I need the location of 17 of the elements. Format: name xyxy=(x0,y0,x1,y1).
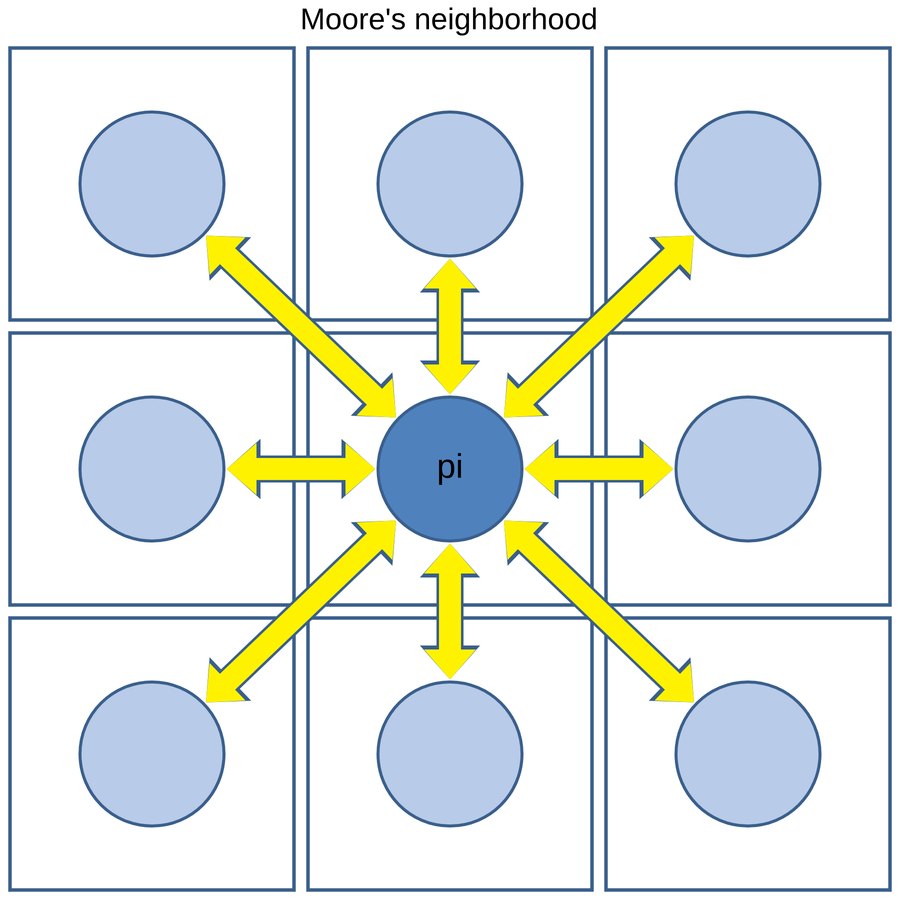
cell-box xyxy=(8,616,296,892)
cell-box xyxy=(8,331,296,607)
cell-box xyxy=(604,46,892,322)
cell-box xyxy=(306,46,594,322)
cell-box xyxy=(604,331,892,607)
neighbor-circle xyxy=(78,396,226,542)
cell-box xyxy=(604,616,892,892)
neighbor-circle xyxy=(376,110,524,258)
neighbor-circle xyxy=(78,680,226,828)
neighbor-circle xyxy=(674,396,822,542)
neighbor-circle xyxy=(674,680,822,828)
title: Moore's neighborhood xyxy=(302,8,596,36)
cell-box xyxy=(8,46,296,322)
neighbor-circle xyxy=(674,110,822,258)
cell-box xyxy=(306,616,594,892)
neighbor-circle xyxy=(78,110,226,258)
neighbor-circle xyxy=(376,680,524,828)
